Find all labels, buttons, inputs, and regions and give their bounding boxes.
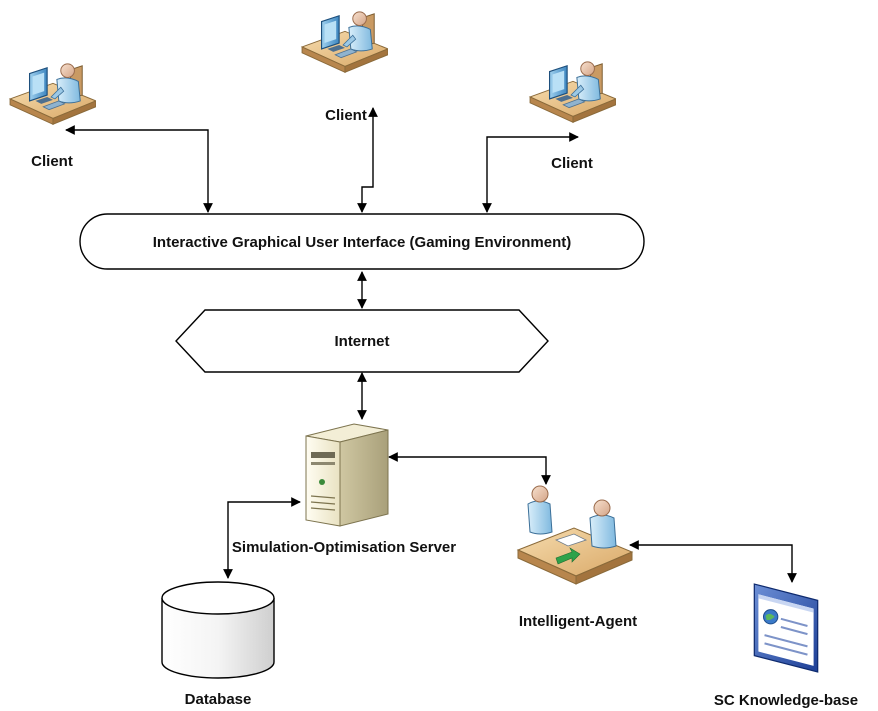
gui-box: Interactive Graphical User Interface (Ga… — [79, 213, 645, 270]
connector-server-database — [223, 497, 301, 579]
client-workstation-icon — [301, 11, 388, 73]
server-node: Simulation-Optimisation Server — [232, 423, 456, 556]
knowledge-base-window-icon — [753, 583, 819, 673]
gui-box-outline — [79, 213, 645, 270]
client-right: Client — [529, 61, 616, 172]
client-right-label: Client — [551, 155, 593, 172]
kb-label: SC Knowledge-base — [714, 692, 858, 709]
agent-label: Intelligent-Agent — [519, 613, 637, 630]
server-tower-icon — [305, 423, 389, 527]
database-node: Database — [161, 581, 275, 708]
client-center: Client — [301, 11, 388, 124]
connectors — [65, 107, 797, 583]
client-center-label: Client — [325, 107, 367, 124]
kb-node: SC Knowledge-base — [714, 583, 858, 709]
internet-node: Internet — [175, 309, 549, 373]
client-workstation-icon — [529, 61, 616, 123]
connector-client-center-gui — [357, 107, 378, 213]
agent-desk-icon — [516, 485, 634, 585]
client-left-label: Client — [31, 153, 73, 170]
agent-node: Intelligent-Agent — [516, 485, 637, 630]
client-left: Client — [9, 63, 96, 170]
internet-hexagon — [175, 309, 549, 373]
database-label: Database — [185, 691, 252, 708]
connector-agent-kb — [629, 540, 797, 583]
gui-label: Interactive Graphical User Interface (Ga… — [153, 234, 571, 251]
connector-client-right-gui — [482, 132, 579, 213]
client-workstation-icon — [9, 63, 96, 125]
database-cylinder-icon — [161, 581, 275, 679]
server-label: Simulation-Optimisation Server — [232, 539, 456, 556]
connector-server-agent — [388, 452, 551, 485]
internet-label: Internet — [334, 333, 389, 350]
connector-client-left-gui — [65, 125, 213, 213]
